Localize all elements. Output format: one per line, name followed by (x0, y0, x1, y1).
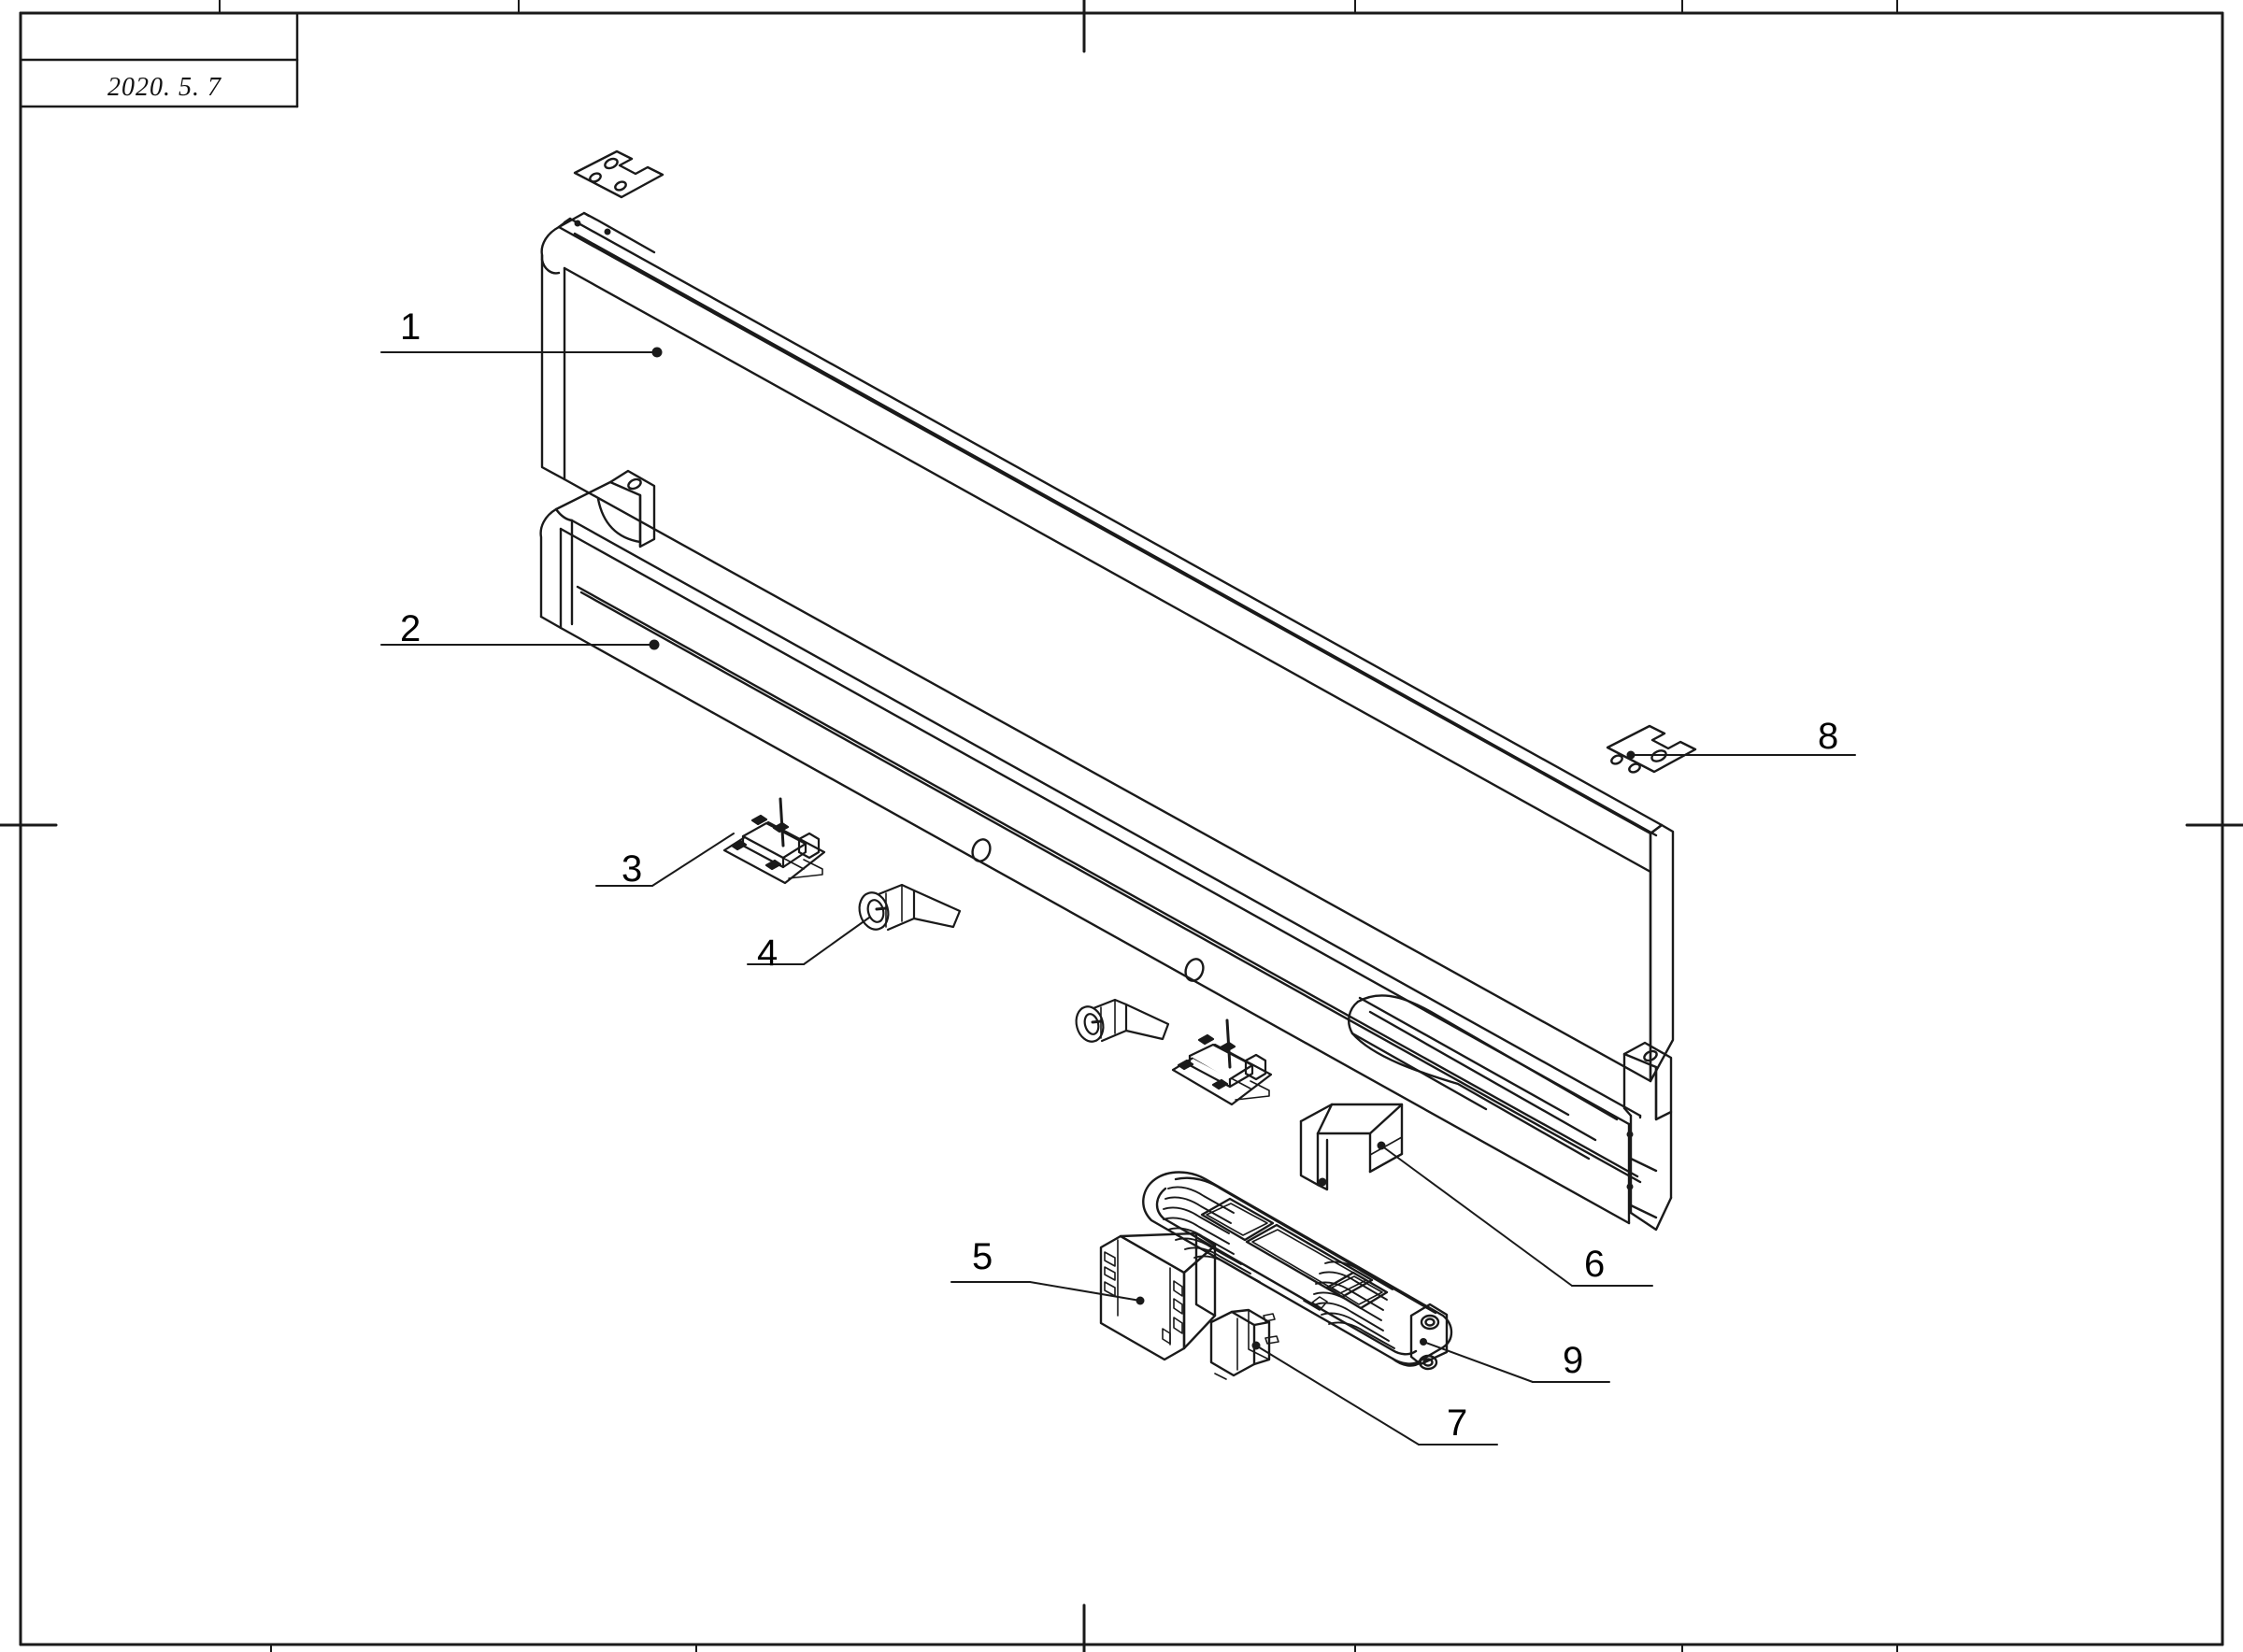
part-cam-lock-lower (1075, 998, 1170, 1043)
callout-label-9: 9 (1563, 1340, 1584, 1381)
part-cam-lock-upper (858, 883, 962, 932)
part-corner-bracket-top (573, 150, 664, 199)
frame-edge-ticks (219, 0, 1898, 1652)
callout-label-8: 8 (1818, 716, 1839, 757)
part-corner-bracket-right (1606, 724, 1697, 774)
callout-label-7: 7 (1447, 1403, 1468, 1444)
callout-label-6: 6 (1584, 1244, 1606, 1285)
part-front-panel-upper (540, 211, 1675, 1083)
callout-label-4: 4 (757, 933, 779, 974)
callout-label-1: 1 (400, 306, 421, 348)
callout-label-5: 5 (972, 1236, 993, 1277)
part-u-bracket (1299, 1103, 1404, 1191)
callout-label-3: 3 (621, 848, 643, 890)
part-mounting-clip-lower (1171, 1018, 1273, 1106)
part-front-panel-lower (539, 469, 1673, 1232)
title-block-date: 2020. 5. 7 (107, 73, 221, 102)
part-mounting-clip-upper (722, 797, 826, 885)
title-block-frame (19, 11, 299, 108)
callout-label-2: 2 (400, 608, 421, 649)
leader-lines (380, 347, 1856, 1446)
part-louver-bezel (1142, 1171, 1453, 1371)
part-controller-module (1099, 1232, 1217, 1361)
part-rocker-switch (1209, 1308, 1279, 1380)
sheet-frame (19, 11, 2224, 1646)
